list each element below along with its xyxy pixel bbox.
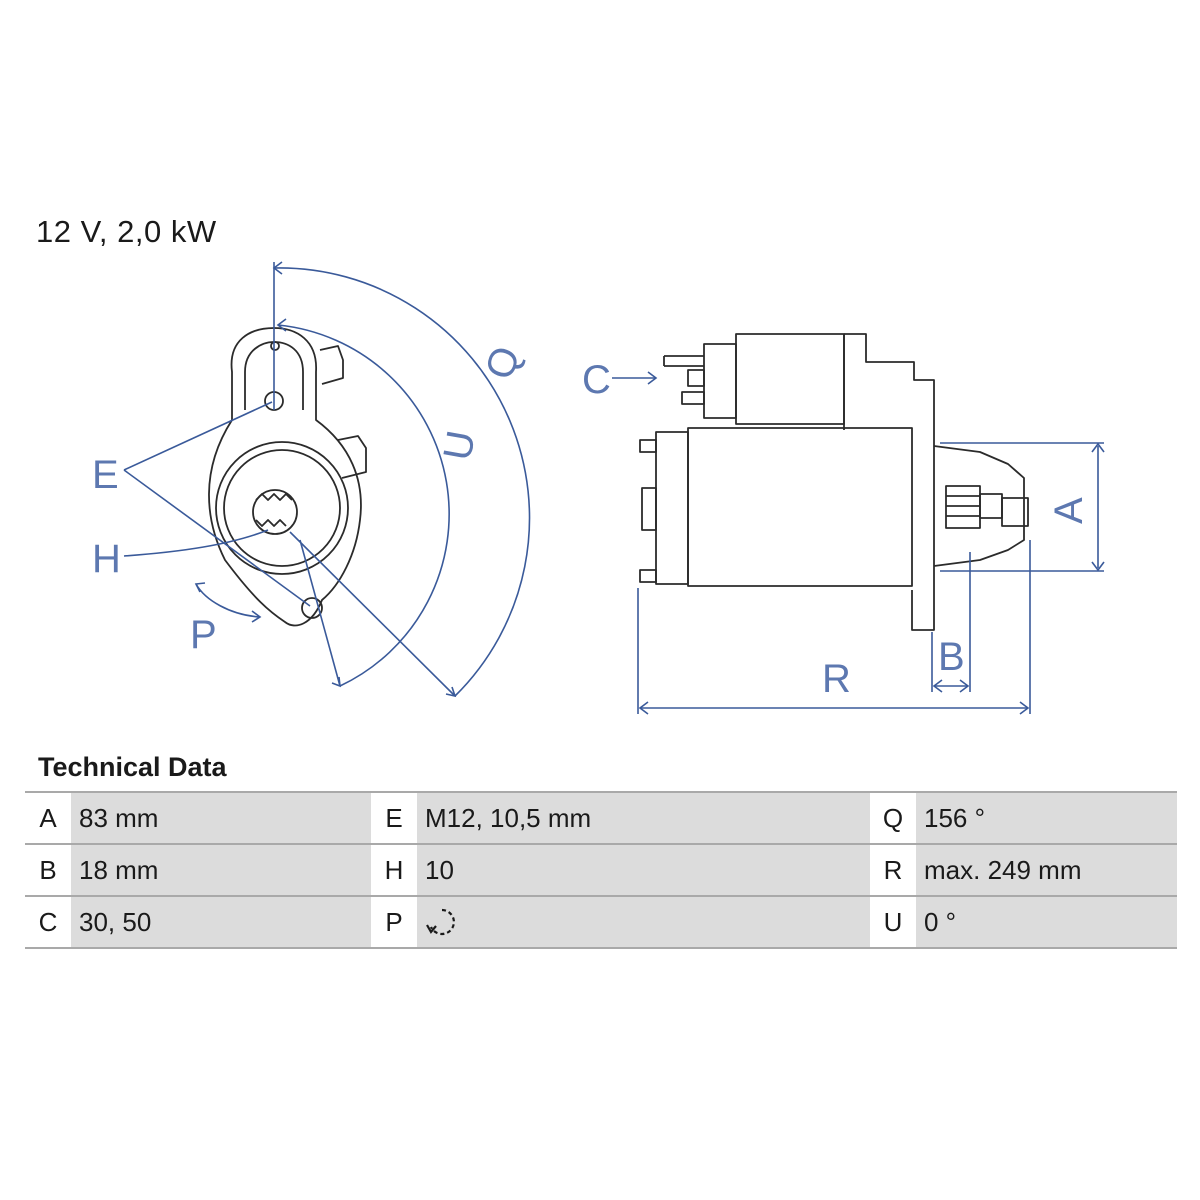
key-H: H (371, 844, 417, 897)
value-A: 83 mm (71, 792, 371, 845)
starter-motor-drawing: E H P Q U (92, 261, 1105, 715)
table-row: B 18 mm H 10 R max. 249 mm (25, 844, 1177, 897)
value-B: 18 mm (71, 844, 371, 897)
label-A: A (1047, 497, 1091, 524)
value-Q: 156 ° (916, 792, 1177, 845)
front-view: E H P Q U (92, 261, 531, 698)
key-P: P (371, 896, 417, 949)
key-Q: Q (870, 792, 916, 845)
key-U: U (870, 896, 916, 949)
clockwise-rotation-icon (426, 908, 455, 936)
side-view: C A B R (582, 333, 1105, 715)
key-B: B (25, 844, 71, 897)
label-H: H (92, 537, 121, 581)
label-C: C (582, 358, 611, 402)
value-H: 10 (417, 844, 870, 897)
label-R: R (822, 657, 851, 701)
key-A: A (25, 792, 71, 845)
value-P (417, 896, 870, 949)
label-E: E (92, 453, 119, 497)
spec-title: 12 V, 2,0 kW (36, 214, 217, 249)
technical-data-table: A 83 mm E M12, 10,5 mm Q 156 ° B 18 mm H… (25, 791, 1177, 949)
key-E: E (371, 792, 417, 845)
technical-data-title: Technical Data (38, 752, 227, 782)
value-E: M12, 10,5 mm (417, 792, 870, 845)
label-U: U (436, 427, 484, 463)
label-P: P (190, 613, 217, 657)
key-C: C (25, 896, 71, 949)
label-B: B (938, 635, 965, 679)
table-row: A 83 mm E M12, 10,5 mm Q 156 ° (25, 792, 1177, 845)
value-U: 0 ° (916, 896, 1177, 949)
key-R: R (870, 844, 916, 897)
value-R: max. 249 mm (916, 844, 1177, 897)
label-Q: Q (477, 341, 529, 385)
table-row: C 30, 50 P U 0 ° (25, 896, 1177, 949)
value-C: 30, 50 (71, 896, 371, 949)
